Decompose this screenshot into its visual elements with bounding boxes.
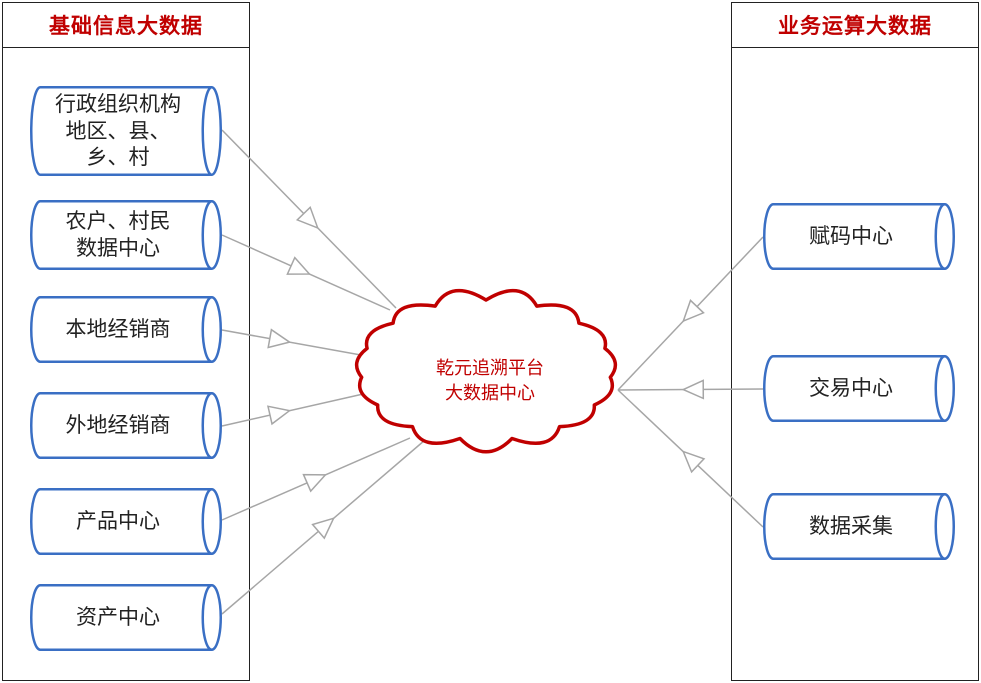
node-farmers-data: 农户、村民 数据中心 — [30, 200, 222, 270]
cylinder-cap — [201, 86, 213, 176]
connector-external-dealer-arrowhead — [267, 405, 292, 426]
connector-local-dealer — [221, 329, 373, 358]
node-local-dealer: 本地经销商 — [30, 296, 222, 363]
node-asset-center-label: 资产中心 — [76, 605, 160, 630]
node-local-dealer-label: 本地经销商 — [65, 317, 171, 342]
connector-admin-org-arrowhead — [295, 205, 319, 230]
node-admin-org-line-3: 乡、村 — [86, 145, 150, 170]
connector-local-dealer-arrowhead — [267, 328, 292, 349]
center-cloud-label: 乾元追溯平台 大数据中心 — [380, 356, 600, 406]
left-panel-title: 基础信息大数据 — [3, 3, 249, 48]
connector-farmers-data-arrowhead — [286, 256, 312, 275]
node-coding-center: 赋码中心 — [763, 203, 955, 270]
right-panel: 业务运算大数据 — [731, 2, 979, 681]
node-trading-center-label: 交易中心 — [809, 376, 893, 401]
node-product-center: 产品中心 — [30, 488, 222, 555]
node-farmers-data-line-2: 数据中心 — [76, 236, 160, 260]
cylinder-cap — [201, 584, 213, 651]
center-cloud-shape — [354, 288, 618, 454]
connector-external-dealer — [221, 391, 373, 427]
cylinder-cap — [934, 355, 946, 422]
center-cloud-line-2: 大数据中心 — [445, 383, 535, 405]
cylinder-cap — [201, 200, 213, 270]
connector-product-center-arrowhead — [302, 473, 328, 493]
node-admin-org: 行政组织机构 地区、县、 乡、村 — [30, 86, 222, 176]
node-trading-center: 交易中心 — [763, 355, 955, 422]
node-data-collection-label: 数据采集 — [809, 514, 893, 539]
node-admin-org-line-2: 地区、县、 — [65, 118, 171, 143]
connector-data-collection-arrowhead — [681, 450, 706, 474]
connector-trading-center-arrowhead — [681, 379, 705, 400]
cylinder-cap — [201, 296, 213, 363]
node-product-center-label: 产品中心 — [76, 509, 160, 534]
connector-coding-center-arrowhead — [682, 299, 705, 323]
node-external-dealer: 外地经销商 — [30, 392, 222, 459]
node-farmers-data-line-1: 农户、村民 — [65, 209, 171, 234]
connector-asset-center-arrowhead — [311, 517, 335, 540]
node-coding-center-label: 赋码中心 — [809, 224, 893, 249]
cylinder-cap — [934, 203, 946, 270]
center-cloud-line-1: 乾元追溯平台 — [436, 358, 544, 379]
node-external-dealer-label: 外地经销商 — [65, 413, 171, 438]
right-panel-title: 业务运算大数据 — [732, 3, 978, 48]
node-asset-center: 资产中心 — [30, 584, 222, 651]
node-data-collection: 数据采集 — [763, 493, 955, 560]
cylinder-cap — [934, 493, 946, 560]
node-admin-org-line-1: 行政组织机构 — [55, 91, 181, 116]
cylinder-cap — [201, 488, 213, 555]
cylinder-cap — [201, 392, 213, 459]
